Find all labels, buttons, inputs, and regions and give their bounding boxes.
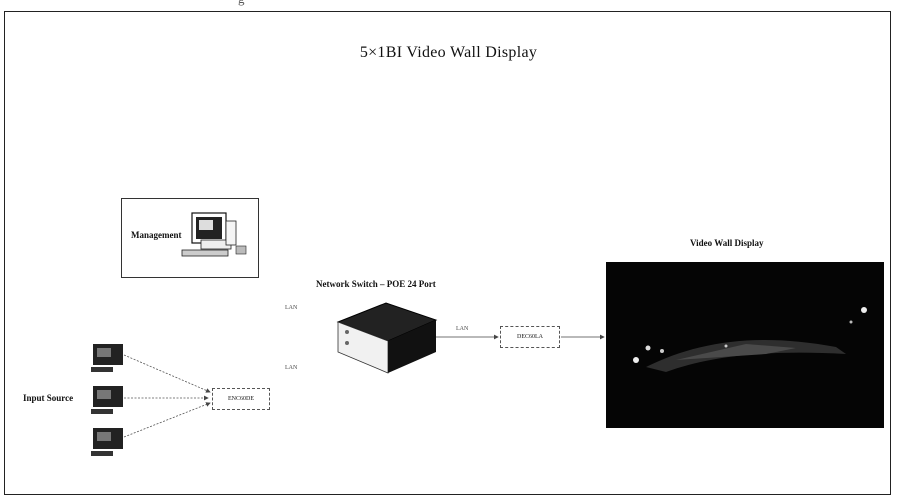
link-input-3 — [123, 402, 211, 438]
link-label-out: LAN — [456, 326, 469, 332]
decoder-label: DEC60LA — [517, 334, 543, 340]
input-source-label: Input Source — [23, 393, 74, 403]
network-switch-icon — [336, 302, 438, 374]
input-source-monitor-1 — [91, 344, 123, 372]
management-label: Management — [131, 230, 182, 240]
decoder-box: DEC60LA — [500, 326, 560, 348]
video-wall-label: Video Wall Display — [690, 238, 764, 248]
computer-icon — [181, 212, 247, 257]
input-source-monitor-2 — [91, 386, 123, 414]
link-label-lower: LAN — [285, 365, 298, 371]
diagram-title: 5×1BI Video Wall Display — [359, 44, 538, 61]
input-source-monitor-3 — [91, 428, 123, 456]
diagram-frame — [4, 11, 891, 495]
link-label-upper: LAN — [285, 305, 298, 311]
network-switch-label: Network Switch – POE 24 Port — [316, 279, 436, 289]
video-wall-display — [606, 262, 884, 428]
management-box: Management — [121, 198, 259, 278]
video-wall-image — [633, 307, 867, 372]
link-input-1 — [123, 354, 211, 393]
cropped-top-text: g — [238, 0, 828, 10]
encoder-label: ENC60DE — [228, 396, 254, 402]
encoder-box: ENC60DE — [212, 388, 270, 410]
